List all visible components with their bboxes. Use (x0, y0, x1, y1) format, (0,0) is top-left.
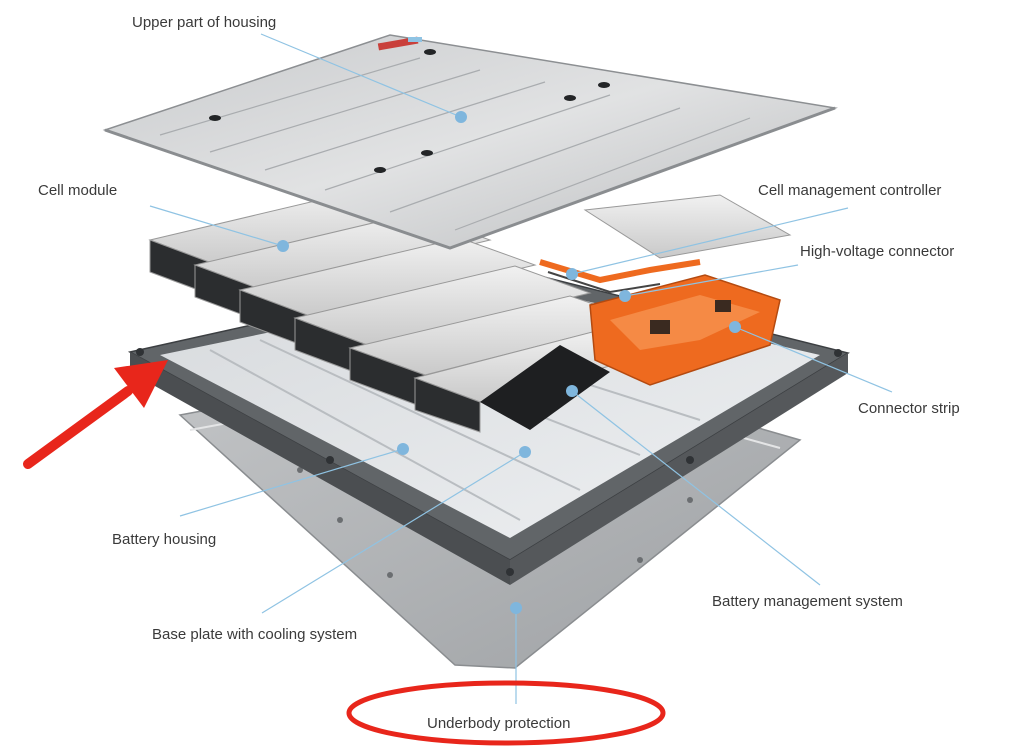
marker-hv-connector (619, 290, 631, 302)
label-base-plate: Base plate with cooling system (152, 626, 358, 643)
label-hv-connector: High-voltage connector (800, 243, 955, 260)
marker-dots (277, 111, 741, 614)
label-cell-mgmt-controller: Cell management controller (758, 182, 942, 199)
marker-battery-housing (397, 443, 409, 455)
upper-housing-lid (102, 34, 838, 250)
marker-connector-strip (729, 321, 741, 333)
label-underbody: Underbody protection (427, 715, 571, 732)
marker-upper-housing (455, 111, 467, 123)
marker-base-plate (519, 446, 531, 458)
label-connector-strip: Connector strip (858, 400, 960, 417)
label-upper-housing: Upper part of housing (132, 14, 277, 31)
marker-bms (566, 385, 578, 397)
label-battery-mgmt-system: Battery management system (712, 593, 903, 610)
red-annotation-arrow (23, 360, 168, 469)
marker-cell-mgmt-controller (566, 268, 578, 280)
orange-electronics (539, 259, 781, 386)
label-cell-module: Cell module (38, 182, 118, 199)
marker-underbody (510, 602, 522, 614)
leader-lines (149, 33, 893, 704)
marker-cell-module (277, 240, 289, 252)
red-annotation-ellipse (346, 680, 666, 746)
label-battery-housing: Battery housing (112, 531, 217, 548)
